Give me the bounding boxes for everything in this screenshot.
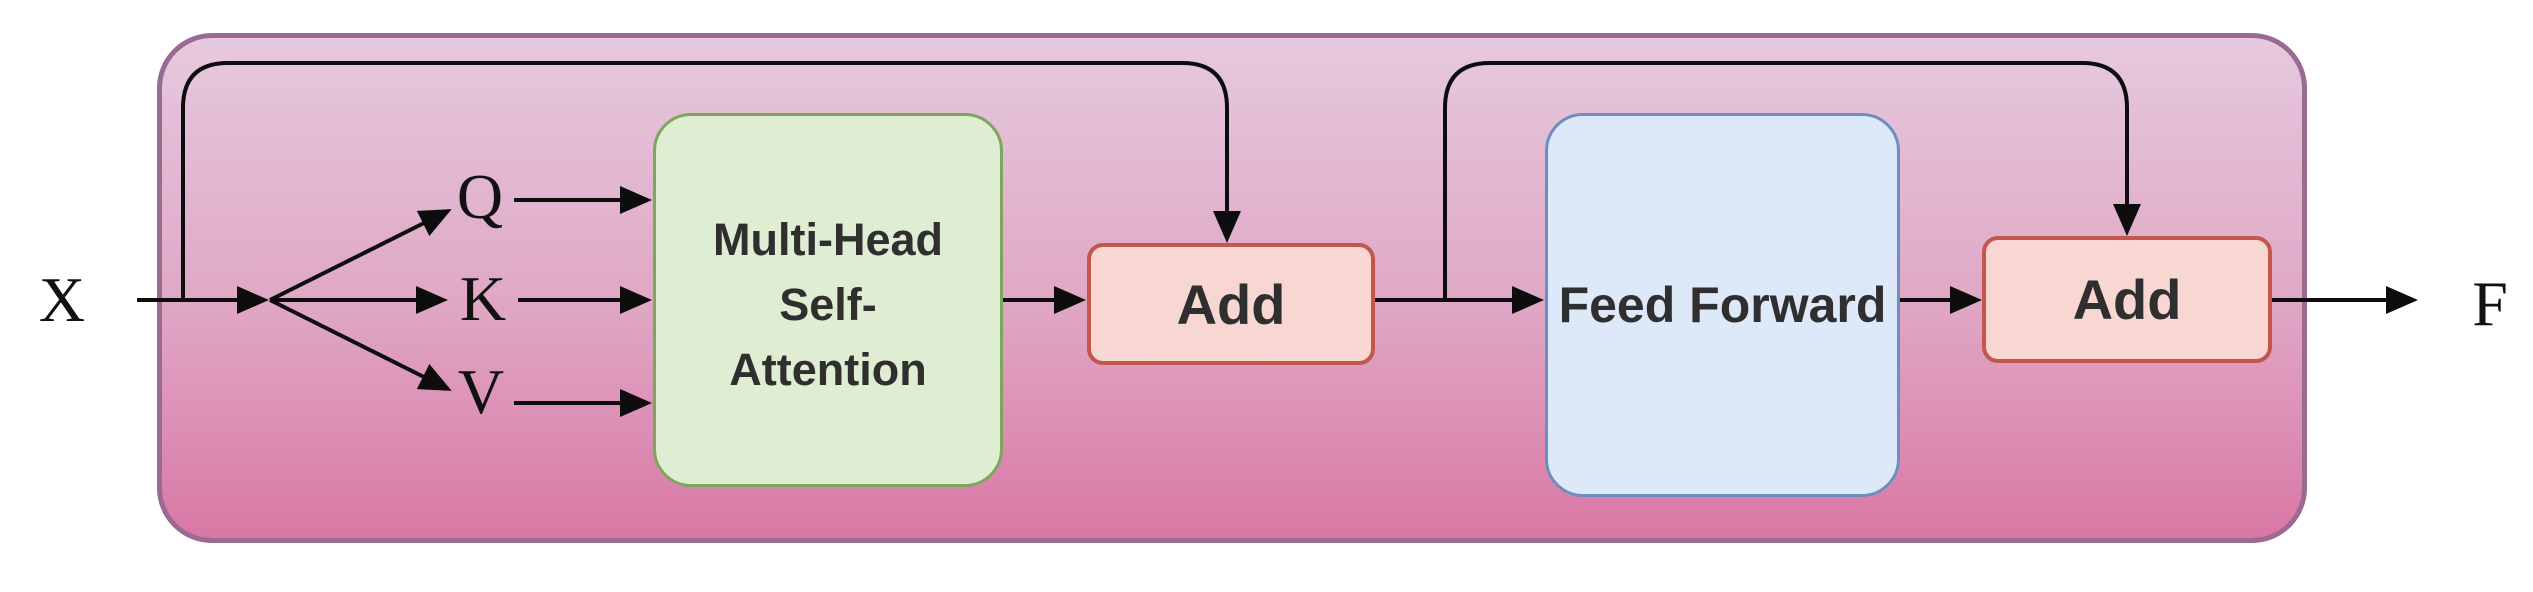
- skip-connection-2: [1443, 61, 2141, 302]
- feed-forward-block: Feed Forward: [1545, 113, 1900, 497]
- value-label: V: [457, 356, 505, 427]
- skip-connection-1: [181, 61, 1241, 302]
- attention-label-line3: Attention: [729, 343, 927, 395]
- attention-label-line2: Self-: [779, 278, 877, 330]
- add-block-after-attention: Add: [1087, 243, 1375, 365]
- multi-head-self-attention-block: Multi-Head Self- Attention: [653, 113, 1003, 487]
- key-label: K: [459, 263, 507, 334]
- add-block-after-ffn: Add: [1982, 236, 2272, 363]
- query-label: Q: [456, 161, 504, 232]
- add-label: Add: [1176, 272, 1286, 336]
- output-label: F: [2472, 268, 2508, 339]
- attention-label-line1: Multi-Head: [713, 213, 943, 265]
- feed-forward-label: Feed Forward: [1558, 277, 1887, 333]
- input-label: X: [38, 264, 86, 335]
- branch-to-q-arrow: [269, 209, 452, 302]
- add-label: Add: [2072, 268, 2182, 331]
- branch-to-v-arrow: [269, 298, 452, 391]
